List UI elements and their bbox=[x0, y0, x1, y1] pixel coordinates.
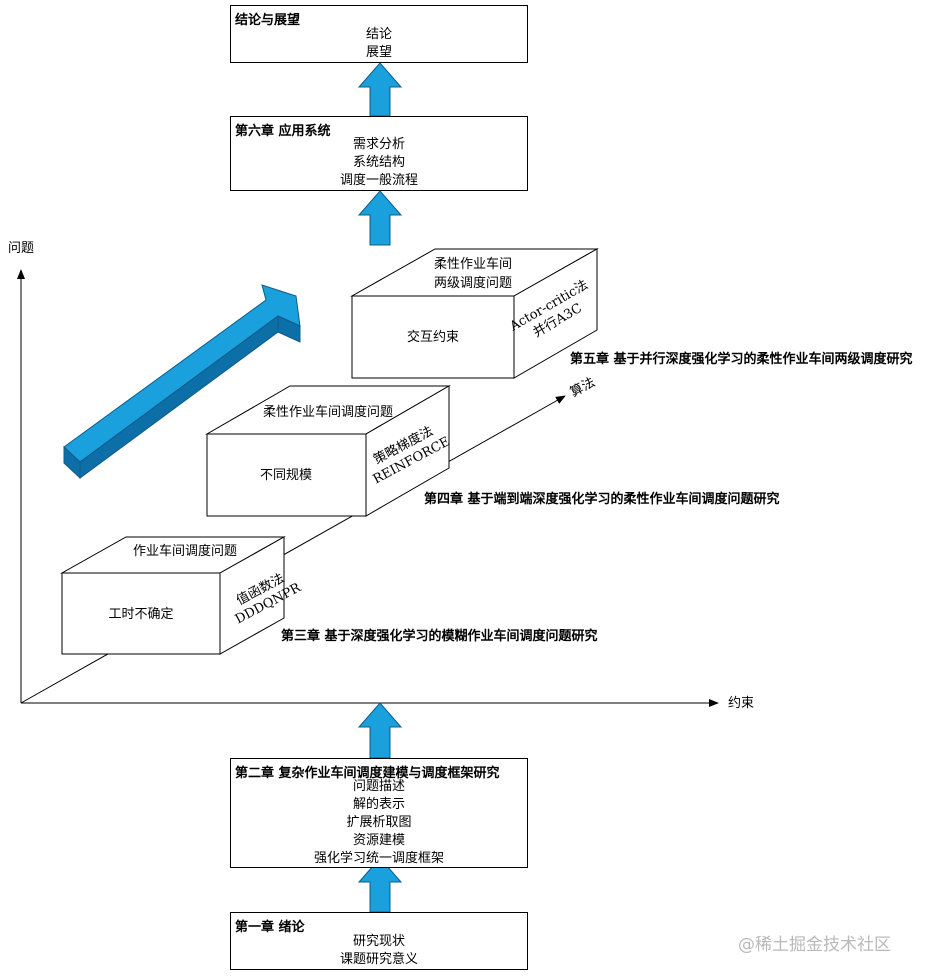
cube5-front-label: 交互约束 bbox=[407, 329, 459, 345]
cube-chapter3 bbox=[60, 536, 286, 655]
chapter1-box-title: 第一章 绪论 bbox=[235, 920, 305, 935]
y-axis-label: 问题 bbox=[8, 241, 34, 256]
chapter5-caption: 第五章 基于并行深度强化学习的柔性作业车间两级调度研究 bbox=[570, 352, 913, 367]
conclusion-line-1: 结论 bbox=[365, 27, 392, 42]
conclusion-box: 结论与展望 结论 展望 bbox=[230, 5, 528, 63]
chapter6-line-3: 调度一般流程 bbox=[339, 173, 418, 188]
chapter6-box: 第六章 应用系统 需求分析 系统结构 调度一般流程 bbox=[230, 116, 528, 191]
arrow-ch6-to-top bbox=[357, 62, 403, 117]
x-axis-label: 约束 bbox=[728, 696, 754, 711]
watermark-text: @稀土掘金技术社区 bbox=[738, 935, 891, 955]
chapter1-line-1: 研究现状 bbox=[352, 934, 405, 949]
arrow-ch1-to-ch2 bbox=[357, 857, 403, 913]
conclusion-box-title: 结论与展望 bbox=[235, 13, 301, 28]
chapter4-caption: 第四章 基于端到端深度强化学习的柔性作业车间调度问题研究 bbox=[424, 492, 780, 507]
chapter2-line-3: 扩展析取图 bbox=[346, 815, 412, 830]
cube5-top-line1: 柔性作业车间 bbox=[434, 256, 512, 272]
chapter6-box-title: 第六章 应用系统 bbox=[235, 124, 331, 139]
progress-arrow bbox=[63, 284, 301, 480]
chapter6-line-2: 系统结构 bbox=[352, 155, 405, 170]
chapter1-line-2: 课题研究意义 bbox=[339, 952, 418, 967]
cube4-top-label: 柔性作业车间调度问题 bbox=[263, 404, 393, 420]
chapter2-line-2: 解的表示 bbox=[352, 797, 405, 812]
chapter2-line-5: 强化学习统一调度框架 bbox=[313, 851, 444, 866]
cube3-top-label: 作业车间调度问题 bbox=[133, 543, 237, 559]
cube-chapter4 bbox=[205, 385, 451, 517]
chapter2-line-1: 问题描述 bbox=[352, 779, 405, 794]
chapter3-caption: 第三章 基于深度强化学习的模糊作业车间调度问题研究 bbox=[281, 629, 598, 644]
chapter2-box-title: 第二章 复杂作业车间调度建模与调度框架研究 bbox=[235, 766, 500, 781]
chapter1-box: 第一章 绪论 研究现状 课题研究意义 bbox=[230, 912, 528, 970]
cube3-front-label: 工时不确定 bbox=[108, 607, 173, 622]
arrow-axis-to-ch2 bbox=[357, 702, 403, 759]
cube5-top-line2: 两级调度问题 bbox=[434, 275, 512, 291]
cube-chapter5 bbox=[350, 248, 599, 379]
chapter6-line-1: 需求分析 bbox=[352, 137, 405, 152]
cube4-front-label: 不同规模 bbox=[260, 468, 312, 483]
arrow-to-ch6 bbox=[357, 190, 403, 246]
z-axis-label: 算法 bbox=[568, 375, 598, 400]
chapter2-line-4: 资源建模 bbox=[352, 833, 405, 848]
conclusion-line-2: 展望 bbox=[365, 45, 392, 60]
chapter2-box: 第二章 复杂作业车间调度建模与调度框架研究 问题描述 解的表示 扩展析取图 资源… bbox=[230, 758, 528, 868]
